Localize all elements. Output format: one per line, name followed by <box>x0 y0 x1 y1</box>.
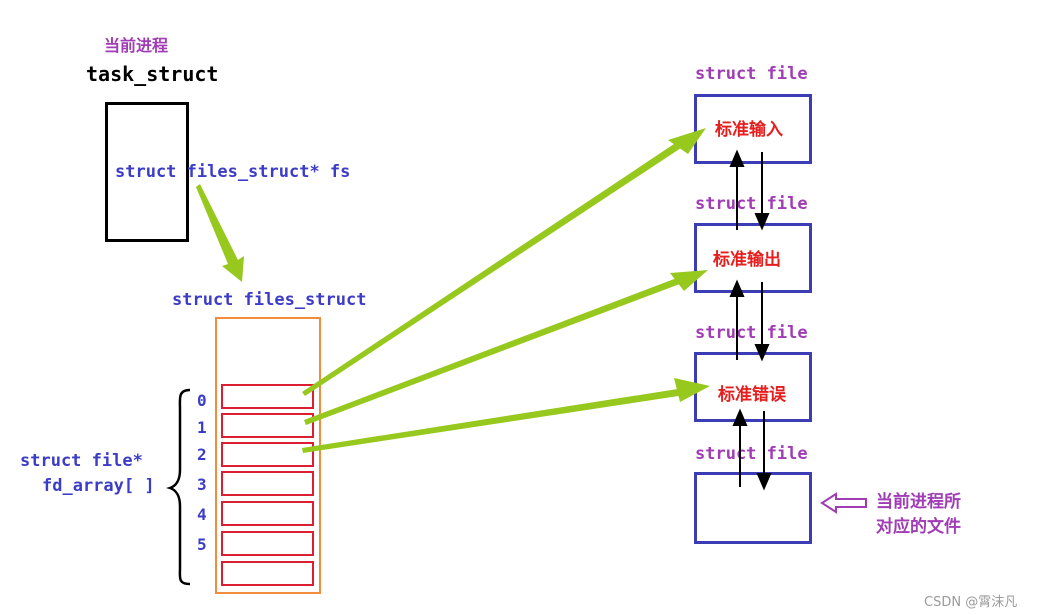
pointer-arrow-fs <box>196 184 244 282</box>
file-box-current <box>694 472 812 544</box>
file-box-stdout <box>694 223 812 293</box>
fd-slot-4 <box>221 501 314 526</box>
file-box-stdin <box>694 94 812 164</box>
fd-slot-5 <box>221 531 314 556</box>
annotation-line2: 对应的文件 <box>876 517 961 537</box>
link-arrows-3 <box>732 408 772 491</box>
fd-array-label-line2: fd_array[ ] <box>42 476 155 496</box>
fd-index-4: 4 <box>197 505 207 524</box>
files-struct-pointer-field: struct files_struct* fs <box>115 162 351 182</box>
pointer-arrow-fd0 <box>302 128 706 396</box>
annotation-arrow <box>820 492 867 514</box>
fd-slot-6 <box>221 561 314 586</box>
fd-slot-1 <box>221 413 314 438</box>
fd-array-brace <box>166 388 191 586</box>
fd-slot-2 <box>221 442 314 467</box>
process-label: 当前进程 <box>104 36 169 55</box>
file-content-stdout: 标准输出 <box>713 250 781 270</box>
link-arrows-2 <box>729 279 770 362</box>
struct-file-label-1: struct file <box>695 194 808 214</box>
fd-index-2: 2 <box>197 445 207 464</box>
pointer-arrow-fd1 <box>304 270 708 425</box>
fd-index-3: 3 <box>197 475 207 494</box>
files-struct-box <box>215 317 321 594</box>
struct-file-label-3: struct file <box>695 444 808 464</box>
struct-file-label-0: struct file <box>695 64 808 84</box>
fd-slot-3 <box>221 471 314 496</box>
task-struct-box <box>105 102 189 242</box>
fd-index-1: 1 <box>197 418 207 437</box>
fd-index-0: 0 <box>197 391 207 410</box>
file-content-stdin: 标准输入 <box>715 120 783 140</box>
watermark: CSDN @霄沫凡 <box>924 595 1018 610</box>
annotation-line1: 当前进程所 <box>876 492 961 512</box>
fd-slot-0 <box>221 384 314 409</box>
link-arrows-1 <box>729 149 770 231</box>
fd-array-label-line1: struct file* <box>20 451 143 471</box>
task-struct-title: task_struct <box>86 62 219 86</box>
pointer-arrow-fd2 <box>302 378 710 453</box>
file-content-stderr: 标准错误 <box>718 385 786 405</box>
files-struct-title: struct files_struct <box>172 290 367 310</box>
fd-index-5: 5 <box>197 535 207 554</box>
struct-file-label-2: struct file <box>695 323 808 343</box>
